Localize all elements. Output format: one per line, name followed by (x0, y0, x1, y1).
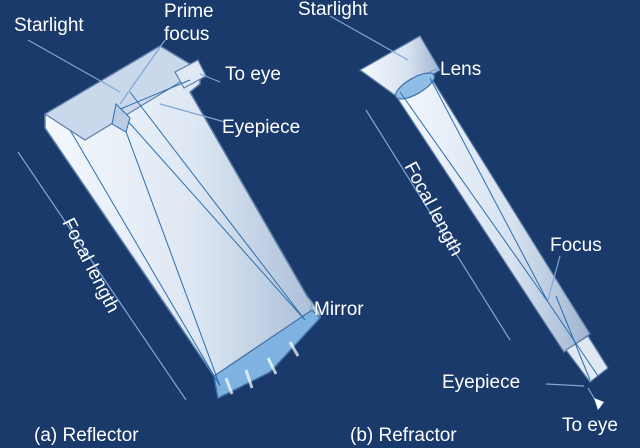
reflector-caption: (a) Reflector (34, 425, 139, 446)
reflector-leaders (17, 39, 313, 401)
refractor-leaders (329, 15, 601, 409)
to-eye-arrow-icon (594, 398, 604, 410)
lens-label: Lens (440, 59, 481, 80)
refractor-caption: (b) Refractor (350, 425, 457, 446)
refractor-to-eye-label: To eye (562, 415, 618, 436)
reflector-focal-length-label: Focal length (58, 215, 124, 317)
reflector-telescope: Starlight Prime focus To eye Eyepiece Mi… (14, 1, 364, 446)
focus-label: Focus (550, 235, 602, 256)
prime-focus-label-line2: focus (164, 24, 209, 45)
mirror-label: Mirror (314, 299, 364, 320)
reflector-mirror (213, 309, 321, 399)
refractor-rays (399, 77, 599, 381)
refractor-telescope: Starlight Lens Focus Eyepiece To eye Foc… (298, 0, 618, 446)
reflector-to-eye-label: To eye (225, 64, 281, 85)
reflector-eyepiece-label: Eyepiece (222, 117, 300, 138)
prime-focus-label-line1: Prime (164, 1, 214, 22)
reflector-rays (69, 79, 306, 387)
refractor-eyepiece-label: Eyepiece (442, 372, 520, 393)
refractor-starlight-label: Starlight (298, 0, 368, 20)
refractor-lens (394, 72, 436, 100)
reflector-starlight-label: Starlight (14, 15, 84, 36)
